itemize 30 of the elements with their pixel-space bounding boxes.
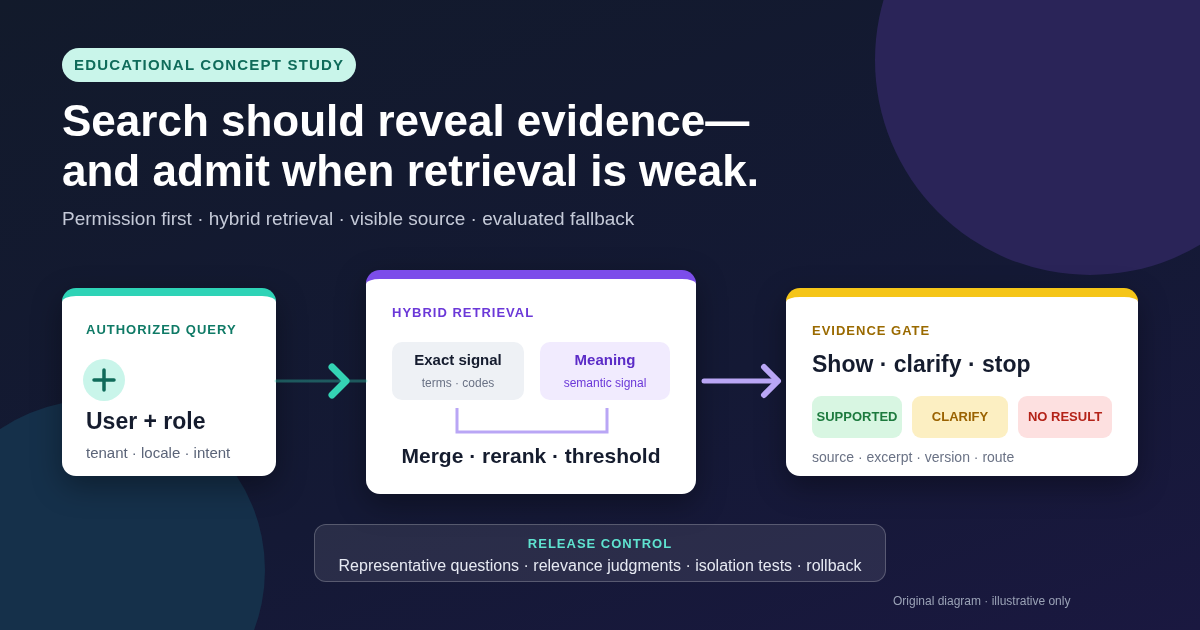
status-chip <box>1018 396 1112 438</box>
status-text: CLARIFY <box>930 409 990 424</box>
box-title: Meaning <box>573 351 637 368</box>
card-detail: tenant · locale · intent <box>86 444 231 461</box>
footer-note: Original diagram · illustrative only <box>893 594 1071 608</box>
box-title: Exact signal <box>413 351 503 368</box>
card-title: User + role <box>86 408 206 435</box>
card-title: Merge · rerank · threshold <box>400 444 662 468</box>
panel-heading: RELEASE CONTROL <box>526 536 674 551</box>
status-text: NO RESULT <box>1026 409 1104 424</box>
card-heading: AUTHORIZED QUERY <box>86 322 237 337</box>
status-chip <box>812 396 902 438</box>
panel-text: Representative questions · relevance judgments · isolation tests · rollback <box>337 557 863 575</box>
evidence-card <box>786 288 1138 476</box>
card-heading: EVIDENCE GATE <box>812 323 931 338</box>
tag-pill: EDUCATIONAL CONCEPT STUDY <box>62 48 357 82</box>
arrow <box>701 364 781 398</box>
subtitle: Permission first · hybrid retrieval · visible source · evaluated fallback <box>62 208 635 230</box>
query-card <box>62 288 276 476</box>
box-detail: semantic signal <box>562 376 648 390</box>
chevron-arrow <box>274 363 368 399</box>
retrieval-card <box>366 270 696 494</box>
status-chip <box>912 396 1008 438</box>
card-title: Show · clarify · stop <box>812 351 1031 378</box>
box-detail: terms · codes <box>420 376 496 390</box>
status-text: SUPPORTED <box>815 409 899 424</box>
card-detail: source · excerpt · version · route <box>812 449 1015 465</box>
release-panel <box>314 524 886 582</box>
title: Search should reveal evidence— and admit when retrieval is weak. <box>62 96 760 196</box>
card-heading: HYBRID RETRIEVAL <box>392 305 535 320</box>
